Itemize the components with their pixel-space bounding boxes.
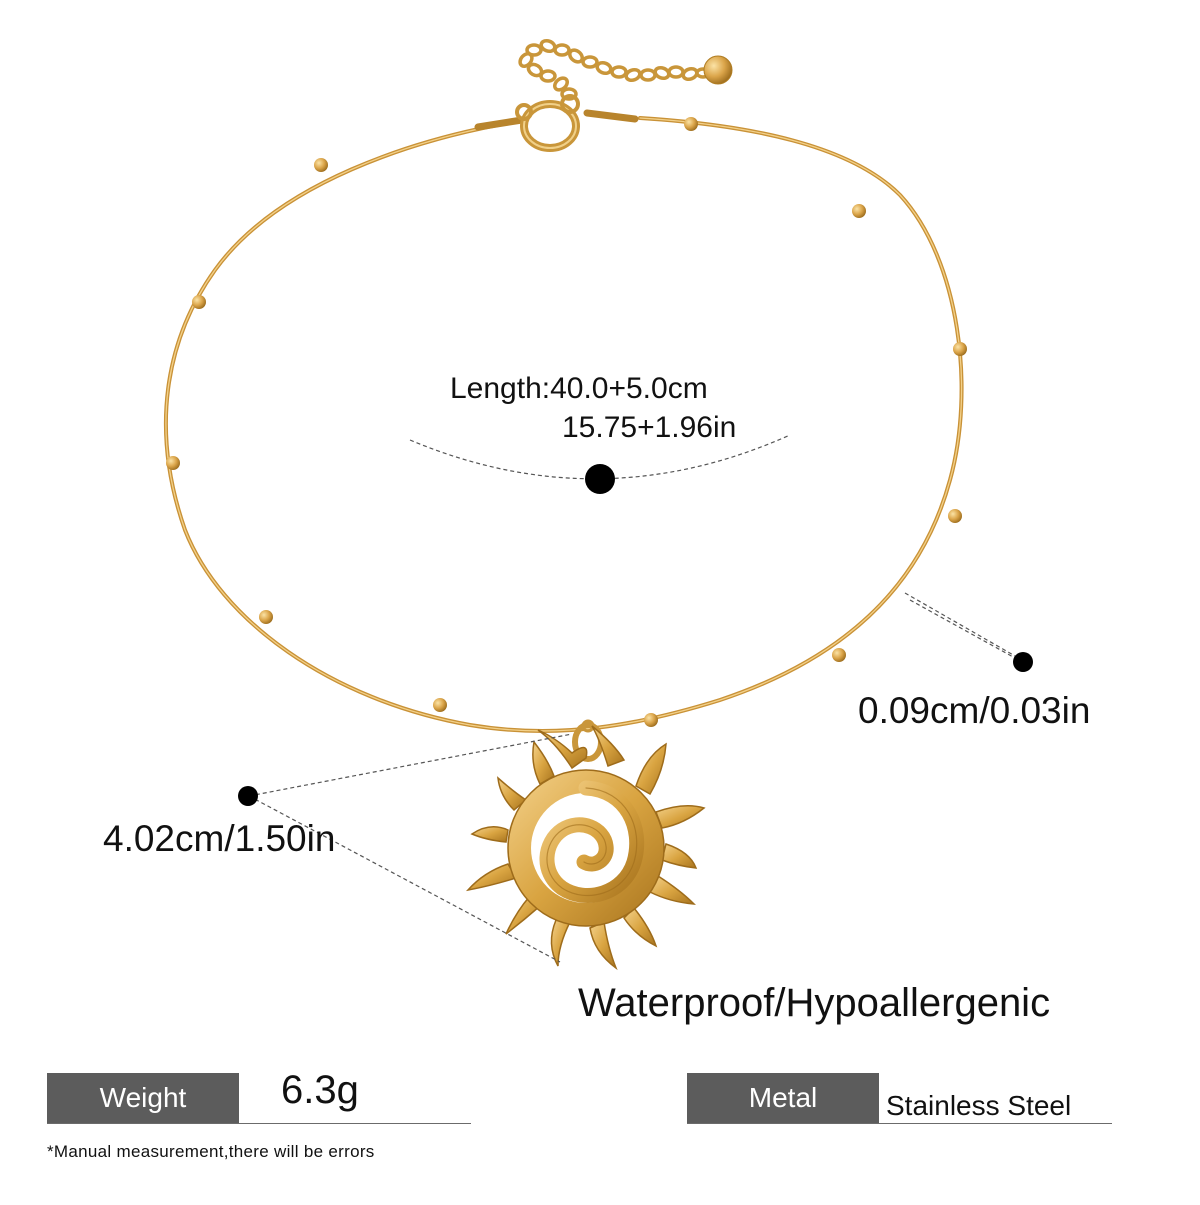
metal-label-box: Metal bbox=[687, 1073, 879, 1123]
metal-divider bbox=[687, 1123, 1112, 1124]
weight-label-box: Weight bbox=[47, 1073, 239, 1123]
metal-label: Metal bbox=[748, 1082, 818, 1113]
pendant-size-indicator bbox=[238, 733, 573, 963]
weight-divider bbox=[47, 1123, 471, 1124]
length-in-label: 15.75+1.96in bbox=[562, 411, 737, 444]
lobster-clasp-icon bbox=[474, 94, 639, 152]
extender-tag-icon bbox=[703, 55, 733, 85]
pendant-size-label: 4.02cm/1.50in bbox=[103, 818, 336, 859]
chain-thickness-label: 0.09cm/0.03in bbox=[858, 690, 1091, 731]
features-label: Waterproof/Hypoallergenic bbox=[578, 981, 1051, 1025]
length-cm-label: Length:40.0+5.0cm bbox=[450, 372, 708, 405]
weight-label: Weight bbox=[99, 1082, 187, 1113]
sun-pendant-icon bbox=[465, 725, 706, 971]
thickness-indicator bbox=[904, 592, 1033, 672]
footnote: *Manual measurement,there will be errors bbox=[47, 1142, 375, 1161]
length-indicator bbox=[409, 434, 791, 494]
metal-value: Stainless Steel bbox=[886, 1090, 1072, 1121]
chain-beads bbox=[166, 117, 967, 727]
extender-chain-icon bbox=[518, 38, 711, 101]
weight-value: 6.3g bbox=[281, 1068, 359, 1112]
